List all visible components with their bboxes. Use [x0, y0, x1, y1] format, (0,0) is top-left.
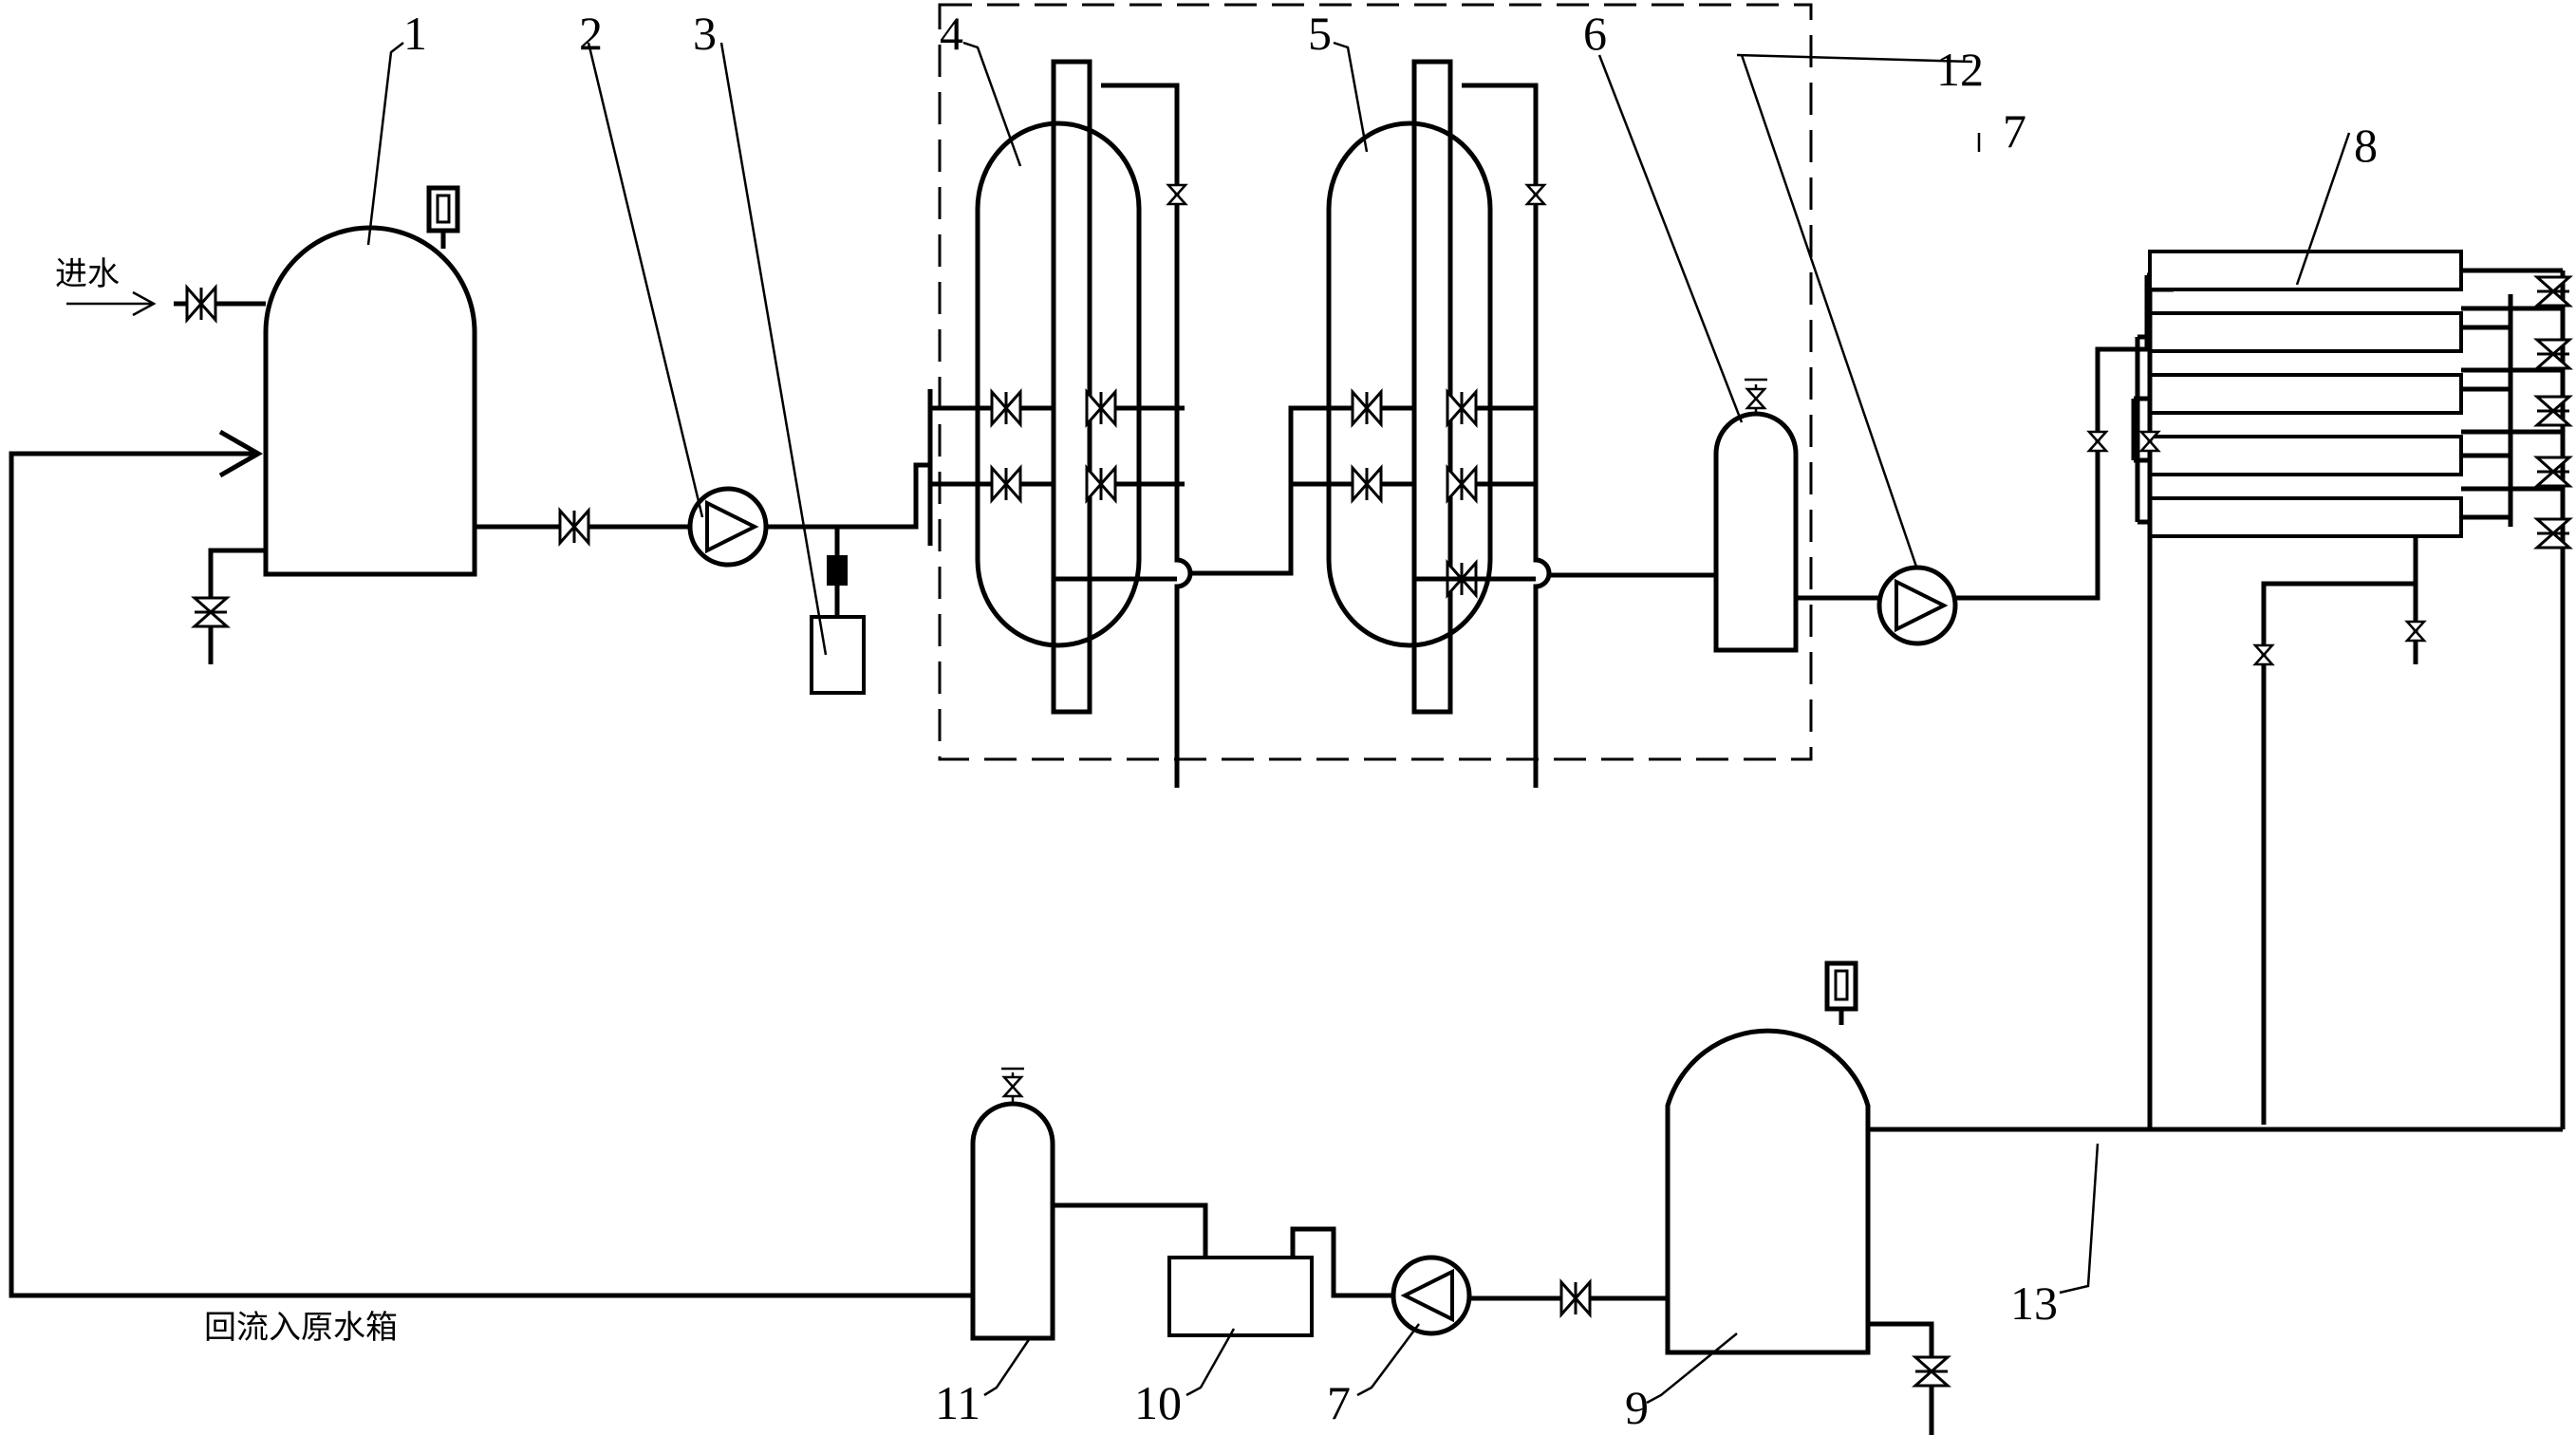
dosing-device [810, 527, 866, 695]
label-5: 5 [1308, 7, 1332, 60]
label-4: 4 [940, 7, 963, 60]
high-pressure-pump [1876, 565, 1958, 646]
intermediate-vessel [1713, 378, 1799, 653]
filter-column-2 [1291, 59, 1552, 788]
return-pump [1391, 1255, 1472, 1336]
label-11: 11 [935, 1376, 980, 1429]
raw-water-tank [263, 185, 477, 577]
label-10: 10 [1134, 1376, 1182, 1429]
label-7-upper: 7 [2003, 104, 2026, 158]
label-2: 2 [579, 7, 603, 60]
membrane-modules [2131, 250, 2571, 1129]
label-13: 13 [2010, 1277, 2058, 1330]
inlet-pipe [66, 286, 266, 322]
label-9: 9 [1625, 1381, 1649, 1434]
label-8: 8 [2354, 119, 2378, 172]
label-7-lower: 7 [1327, 1376, 1351, 1429]
leader-lines [366, 41, 2351, 1405]
return-line [9, 451, 973, 1298]
treatment-unit-10 [1054, 1202, 1314, 1337]
booster-pump [687, 486, 769, 568]
return-vessel [970, 1067, 1055, 1341]
label-3: 3 [693, 7, 717, 60]
label-6: 6 [1583, 7, 1607, 60]
product-water-tank [1665, 960, 1871, 1355]
filter-unit-boundary [938, 3, 1813, 761]
label-1: 1 [403, 7, 427, 60]
return-label: 回流入原水箱 [204, 1309, 398, 1347]
inlet-label: 进水 [55, 255, 120, 293]
tank1-outlet-valve [558, 509, 590, 545]
label-12: 12 [1936, 43, 1984, 96]
tank1-drain [193, 548, 266, 664]
inlet-valve [185, 286, 217, 322]
filter-column-1 [927, 59, 1193, 788]
